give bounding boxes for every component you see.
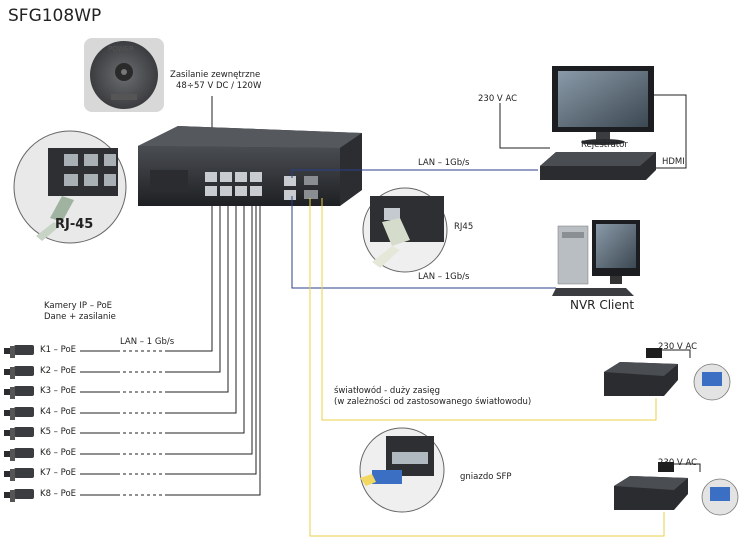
camera-icon-1 [4, 345, 34, 358]
camera-label-k1: K1 – PoE [40, 345, 77, 355]
hdmi-line [654, 94, 687, 169]
rj45-port-zoom-image [362, 187, 448, 273]
sfp-label: gniazdo SFP [460, 472, 512, 482]
camera-label-k4: K4 – PoE [40, 407, 77, 417]
recorder-power-line [499, 103, 550, 149]
recorder-monitor-image [552, 66, 654, 145]
camera-icon-8 [4, 489, 34, 502]
camera-label-k3: K3 – PoE [40, 386, 77, 396]
power-plug-image [84, 38, 164, 112]
media-converter-2 [614, 462, 739, 516]
camera-icon-2 [4, 366, 34, 379]
rj45-zoom-image [13, 130, 127, 244]
camera-icon-7 [4, 468, 34, 481]
camera-icon-4 [4, 407, 34, 420]
camera-icon-6 [4, 448, 34, 461]
camera-label-k6: K6 – PoE [40, 448, 77, 458]
power-label-1: Zasilanie zewnętrzne [170, 70, 261, 80]
fiber-label-1: światłowód - duży zasięg [334, 386, 440, 396]
camera-line-3 [80, 205, 229, 393]
camera-line-8 [80, 205, 261, 496]
ac-line-1 [660, 349, 691, 358]
camera-lan-label: LAN – 1 Gb/s [120, 337, 175, 347]
power-plug-text: POWER [108, 45, 134, 53]
converter-2-ac-label: 230 V AC [658, 458, 698, 468]
recorder-ac-label: 230 V AC [478, 94, 518, 104]
camera-lines [80, 205, 261, 496]
rj45-port-label: RJ45 [454, 222, 474, 232]
camera-label-k5: K5 – PoE [40, 427, 77, 437]
camera-line-1 [80, 205, 213, 352]
camera-icons [4, 345, 34, 502]
power-label-2: 48÷57 V DC / 120W [176, 81, 262, 91]
ac-line-2 [672, 463, 701, 472]
rj45-label: RJ-45 [55, 217, 94, 232]
nvr-client-name: NVR Client [570, 298, 635, 312]
fiber-label-2: (w zależności od zastosowanego światłowo… [334, 397, 532, 407]
recorder-device [540, 152, 656, 180]
camera-header-1: Kamery IP – PoE [44, 301, 113, 311]
media-converter-1 [604, 348, 731, 401]
recorder-lan-label: LAN – 1Gb/s [418, 158, 470, 168]
switch-device [138, 126, 362, 206]
fiber-lines [309, 198, 665, 537]
nvr-client-image [552, 220, 640, 296]
hdmi-label: HDMI [662, 157, 685, 167]
camera-label-k8: K8 – PoE [40, 489, 77, 499]
nvr-lan-label: LAN – 1Gb/s [418, 272, 470, 282]
camera-line-6 [80, 205, 253, 455]
recorder-name: Rejestrator [581, 140, 628, 150]
camera-icon-5 [4, 427, 34, 440]
camera-label-k7: K7 – PoE [40, 468, 77, 478]
camera-label-k2: K2 – PoE [40, 366, 77, 376]
converter-1-ac-label: 230 V AC [658, 342, 698, 352]
camera-header-2: Dane + zasilanie [44, 312, 116, 322]
camera-icon-3 [4, 386, 34, 399]
page-title: SFG108WP [8, 6, 102, 26]
sfp-zoom-image [359, 427, 445, 513]
